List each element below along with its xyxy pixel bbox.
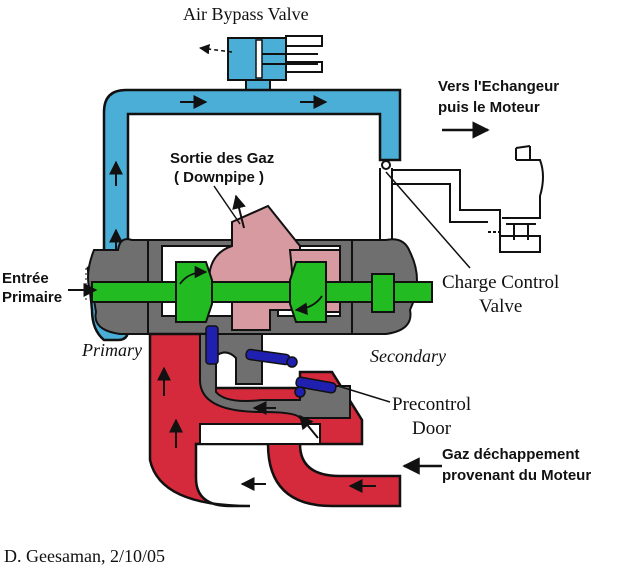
exhaust-inner bbox=[199, 423, 321, 445]
intake-duct bbox=[102, 88, 402, 270]
to-intercooler-line2: puis le Moteur bbox=[438, 99, 540, 117]
charge-control-line2: Valve bbox=[479, 295, 523, 317]
primary-label: Primary bbox=[82, 340, 142, 360]
precontrol-doors bbox=[205, 325, 337, 398]
secondary-label: Secondary bbox=[370, 346, 446, 366]
primary-inlet-line1: Entrée bbox=[2, 270, 49, 287]
air-bypass-valve-label: Air Bypass Valve bbox=[183, 4, 309, 24]
charge-control-label: Charge Control Valve bbox=[442, 272, 559, 318]
downpipe-line1: Sortie des Gaz bbox=[170, 150, 275, 167]
exhaust-flow-arrows bbox=[157, 366, 376, 493]
charge-control-leader bbox=[385, 171, 471, 269]
precontrol-line2: Door bbox=[412, 417, 452, 439]
charge-control-valve bbox=[379, 145, 544, 253]
exhaust-source-line2: provenant du Moteur bbox=[442, 467, 592, 485]
intake-flow-arrows bbox=[109, 95, 328, 252]
downpipe-line2: ( Downpipe ) bbox=[174, 169, 264, 187]
charge-control-line1: Charge Control bbox=[442, 272, 560, 293]
to-intercooler-line1: Vers l'Echangeur bbox=[438, 78, 560, 95]
downpipe-flow-arrow bbox=[232, 194, 246, 229]
precontrol-line1: Precontrol bbox=[392, 394, 472, 415]
precontrol-leader bbox=[337, 385, 391, 403]
downpipe-label: Sortie des Gaz ( Downpipe ) bbox=[170, 150, 274, 187]
compressor-flow-arrows bbox=[179, 265, 323, 316]
primary-inlet-label: Entrée Primaire bbox=[2, 270, 62, 307]
air-bypass-valve bbox=[198, 35, 323, 95]
exhaust-source-line1: Gaz déchappement bbox=[442, 446, 580, 463]
precontrol-label: Precontrol Door bbox=[392, 394, 471, 440]
exhaust-source-label: Gaz déchappement provenant du Moteur bbox=[442, 446, 591, 485]
author-credit: D. Geesaman, 2/10/05 bbox=[4, 546, 165, 566]
primary-inlet-line2: Primaire bbox=[2, 289, 63, 307]
to-intercooler-label: Vers l'Echangeur puis le Moteur bbox=[438, 78, 559, 117]
downpipe-leader bbox=[213, 185, 241, 225]
